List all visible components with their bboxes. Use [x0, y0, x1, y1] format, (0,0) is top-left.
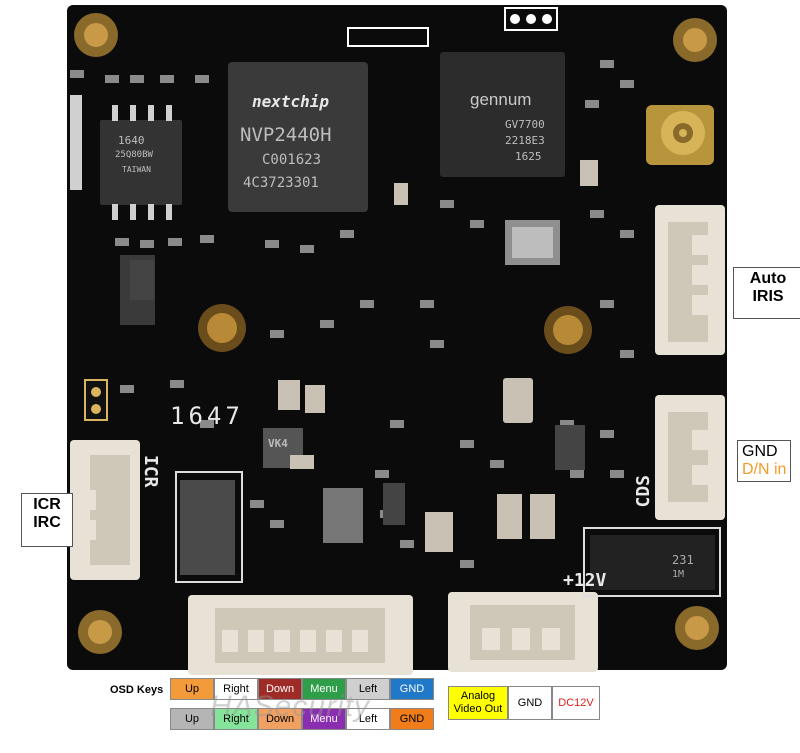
cds-connector	[655, 395, 725, 520]
watermark: HASecurity	[210, 690, 371, 723]
nvp2440h-label: NVP2440H	[240, 124, 332, 146]
date-code: 1647	[170, 402, 244, 430]
osd-key-row1-up: Up	[170, 678, 214, 700]
cds-silk: CDS	[633, 475, 654, 508]
legend-dc12v: DC12V	[552, 686, 600, 720]
mounting-holes	[74, 13, 719, 654]
test-pads	[347, 7, 558, 47]
auto-iris-connector	[655, 205, 725, 355]
diode-code: 231	[672, 553, 694, 567]
icr-silk: ICR	[140, 455, 161, 488]
osd-connector	[188, 595, 413, 675]
v12-silk: +12V	[563, 570, 607, 591]
gv7700-chip	[440, 52, 565, 177]
nvp-code2: 4C3723301	[243, 175, 319, 191]
icr-connector	[70, 440, 140, 580]
legend-analog-video-out: Analog Video Out	[448, 686, 508, 720]
gnd-label: GND	[742, 443, 778, 460]
legend-gnd: GND	[508, 686, 552, 720]
gennum-part: GV7700	[505, 118, 545, 131]
gennum-code2: 1625	[515, 150, 542, 163]
osd-key-row2-menu: Menu	[302, 708, 346, 730]
nvp-code1: C001623	[262, 152, 322, 168]
vk4-silk: VK4	[268, 437, 288, 450]
diode-code2: 1M	[672, 569, 685, 580]
osd-key-row2-gnd: GND	[390, 708, 434, 730]
nextchip-brand: nextchip	[252, 92, 330, 111]
osd-key-row1-menu: Menu	[302, 678, 346, 700]
icr-label: ICR	[33, 496, 61, 513]
nvp2440h-chip	[228, 62, 368, 212]
osd-key-row1-left: Left	[346, 678, 390, 700]
flash-code1: 1640	[118, 134, 145, 147]
dn-in-label: D/N in	[742, 461, 787, 478]
gennum-code1: 2218E3	[505, 134, 545, 147]
osd-key-row1-down: Down	[258, 678, 302, 700]
osd-key-row2-up: Up	[170, 708, 214, 730]
auto-iris-label-line2: IRIS	[752, 288, 784, 305]
icr-irc-label: ICR IRC	[21, 493, 73, 547]
flash-code2: 25Q80BW	[115, 150, 153, 160]
flash-code3: TAIWAN	[122, 165, 151, 174]
auto-iris-label: Auto IRIS	[733, 267, 800, 319]
osd-key-row1-gnd: GND	[390, 678, 434, 700]
osd-key-row1-right: Right	[214, 678, 258, 700]
flash-chip	[100, 120, 182, 205]
auto-iris-label-line1: Auto	[749, 270, 787, 287]
osd-keys-title: OSD Keys	[110, 684, 164, 696]
irc-label: IRC	[33, 514, 61, 531]
video-power-connector	[448, 592, 598, 672]
cds-pin-label: GND D/N in	[737, 440, 792, 482]
gennum-brand: gennum	[470, 90, 532, 109]
osd-key-row2-down: Down	[258, 708, 302, 730]
sma-connector	[646, 105, 714, 165]
osd-key-row2-right: Right	[214, 708, 258, 730]
osd-key-row2-left: Left	[346, 708, 390, 730]
